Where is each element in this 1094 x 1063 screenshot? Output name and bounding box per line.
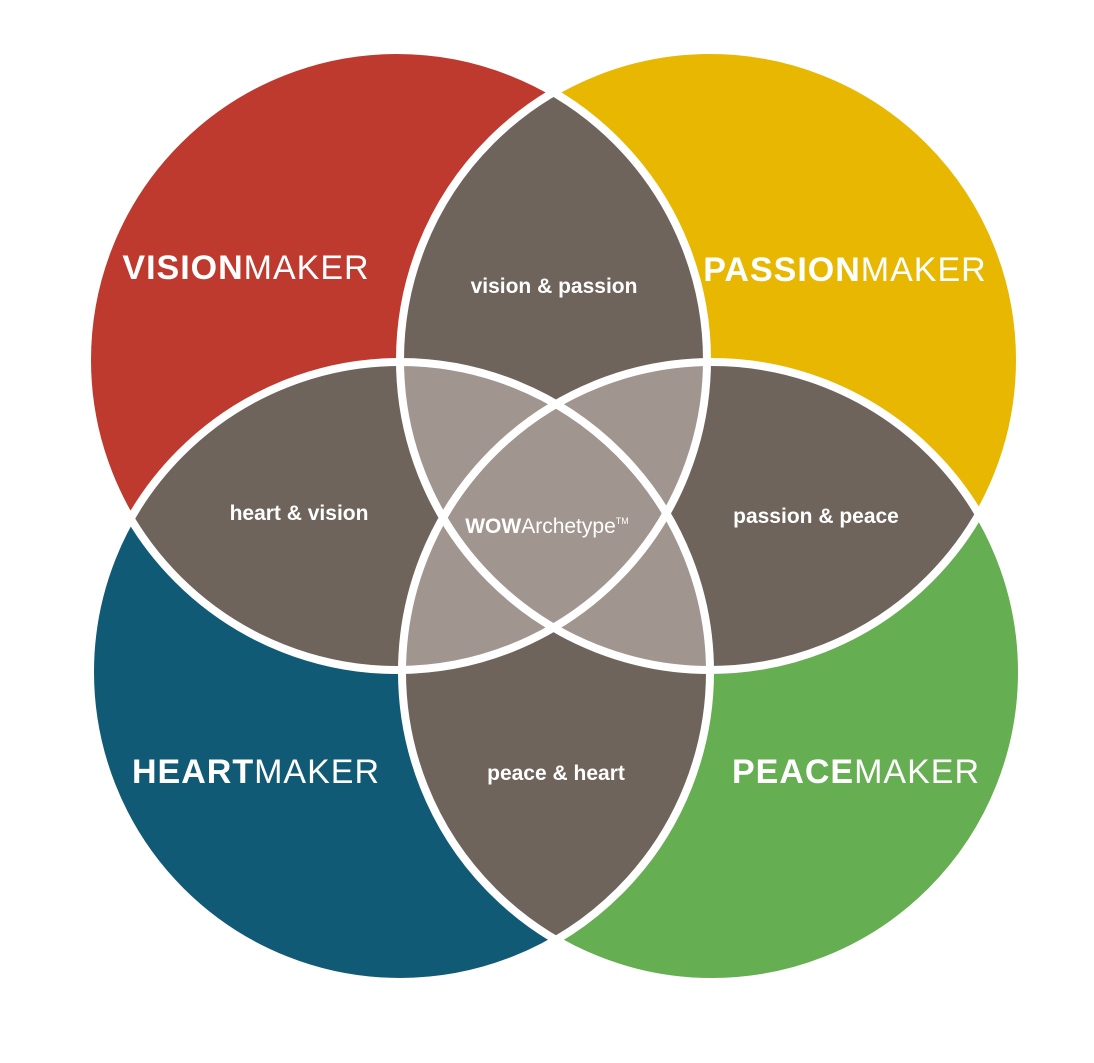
wow-archetype-label: WOWArchetypeTM [465,515,629,538]
center-overlap-passion-heart [400,362,710,670]
circle-outlines [83,46,1026,986]
passionmaker-label: PASSIONMAKER [703,251,986,289]
passion-peace-label: passion & peace [733,505,899,528]
peacemaker-label: PEACEMAKER [732,753,980,791]
peace-heart-label: peace & heart [487,762,625,785]
visionmaker-label: VISIONMAKER [122,249,369,287]
heart-vision-label: heart & vision [230,502,369,525]
vision-passion-label: vision & passion [471,275,638,298]
heartmaker-label: HEARTMAKER [132,753,380,791]
